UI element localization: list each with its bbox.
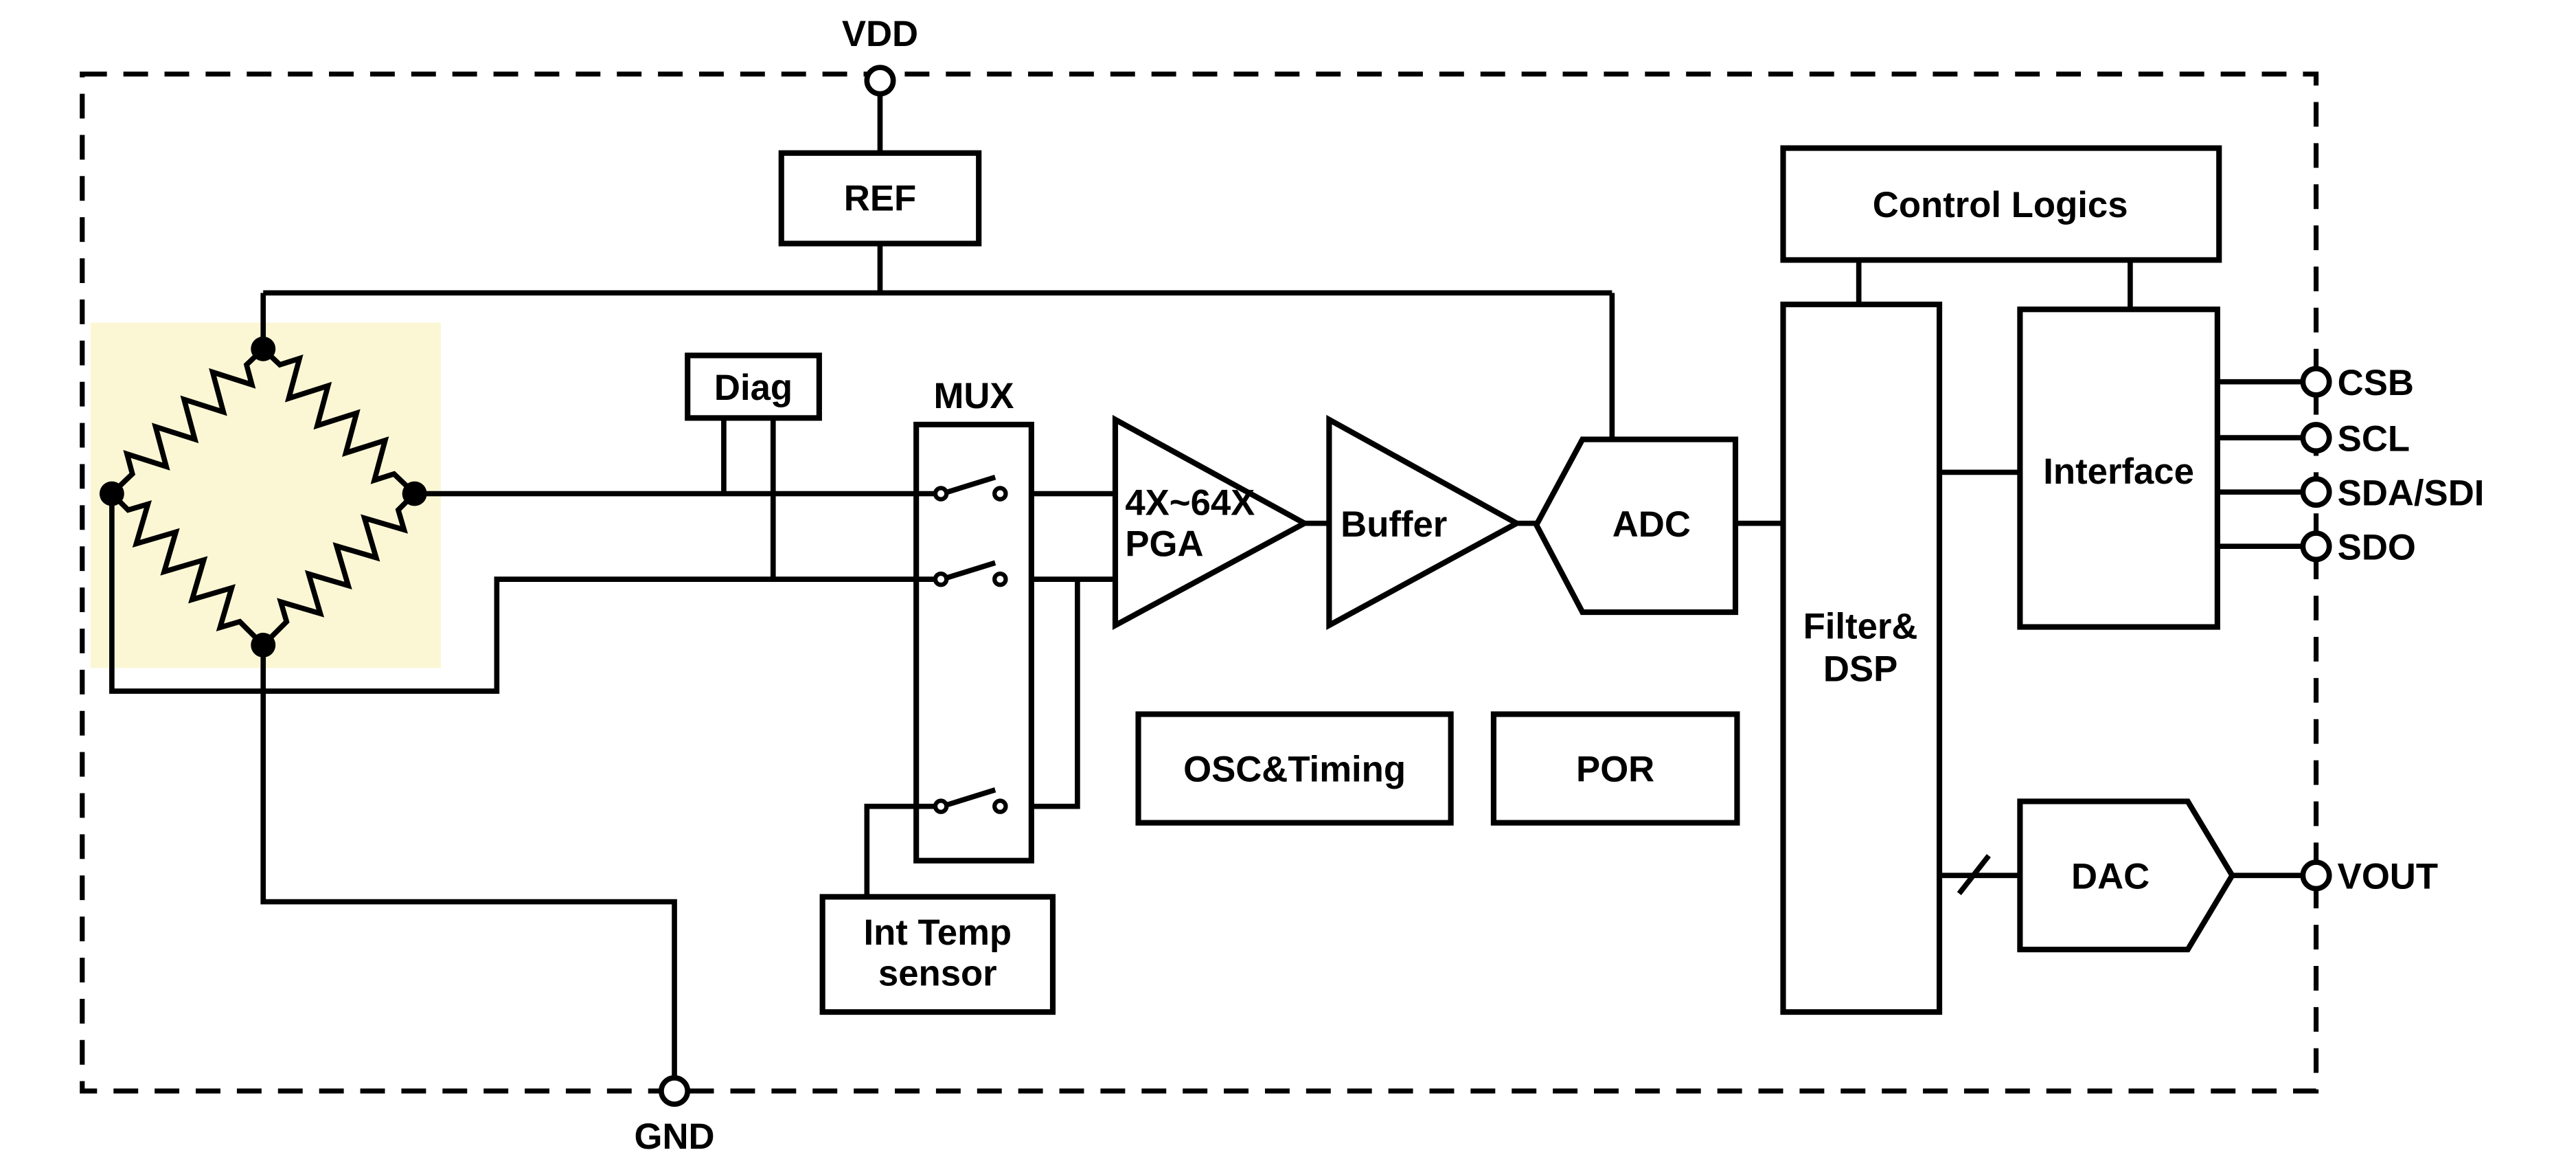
switch-icon bbox=[916, 787, 1008, 814]
vdd-label: VDD bbox=[842, 14, 918, 54]
diag-box bbox=[685, 352, 822, 421]
wires bbox=[109, 93, 2303, 1092]
csb-pin: CSB bbox=[2300, 363, 2414, 403]
interface-block: Interface bbox=[2017, 306, 2220, 630]
bridge-sensor bbox=[99, 336, 427, 657]
control-logics-box bbox=[1780, 145, 2222, 263]
dac-shape bbox=[2017, 798, 2236, 953]
sdo-label: SDO bbox=[2338, 527, 2416, 567]
bus-slash-icon bbox=[1957, 854, 1991, 895]
buffer-label: Buffer bbox=[1341, 504, 1447, 545]
dac-label: DAC bbox=[2071, 856, 2150, 897]
int-temp-label-line1: Int Temp bbox=[863, 912, 1012, 953]
buffer-amplifier: Buffer bbox=[1326, 414, 1523, 631]
adc-label: ADC bbox=[1612, 504, 1691, 545]
bridge-node-right bbox=[402, 481, 427, 506]
vdd-terminal-icon bbox=[864, 65, 896, 97]
interface-box bbox=[2017, 306, 2220, 630]
por-block: POR bbox=[1490, 711, 1740, 826]
csb-terminal-icon bbox=[2300, 365, 2332, 398]
filter-dsp-box bbox=[1780, 302, 1943, 1015]
pga-triangle-icon bbox=[1112, 414, 1310, 631]
vout-label: VOUT bbox=[2338, 856, 2438, 897]
adc-shape bbox=[1533, 436, 1739, 616]
scl-label: SCL bbox=[2338, 418, 2410, 459]
osc-timing-box bbox=[1135, 711, 1454, 826]
mux-block: MUX bbox=[913, 376, 1034, 864]
osc-timing-label: OSC&Timing bbox=[1183, 750, 1406, 790]
sdo-terminal-icon bbox=[2300, 530, 2332, 563]
bridge-highlight bbox=[90, 322, 441, 668]
wire-temp-to-mux bbox=[864, 803, 936, 897]
switch-icon bbox=[916, 474, 1008, 502]
pga-amplifier: 4X~64X PGA bbox=[1112, 414, 1310, 631]
pga-label-line1: 4X~64X bbox=[1125, 483, 1255, 524]
sda-sdi-label: SDA/SDI bbox=[2338, 473, 2485, 513]
diag-block: Diag bbox=[685, 352, 822, 421]
wire-bridge-minus-to-mux bbox=[109, 493, 936, 694]
int-temp-label-line2: sensor bbox=[878, 954, 997, 994]
bridge-node-top bbox=[251, 336, 276, 361]
gnd-terminal-icon bbox=[659, 1075, 691, 1107]
ref-block: REF bbox=[778, 150, 982, 247]
chip-boundary bbox=[80, 71, 2319, 1094]
vdd-pin: VDD bbox=[842, 14, 918, 97]
filter-dsp-label-line1: Filter& bbox=[1803, 606, 1918, 646]
switch-icon bbox=[916, 560, 1008, 587]
sda-sdi-terminal-icon bbox=[2300, 476, 2332, 508]
ref-label: REF bbox=[844, 179, 916, 219]
sda-sdi-pin: SDA/SDI bbox=[2300, 473, 2485, 513]
csb-label: CSB bbox=[2338, 363, 2414, 403]
filter-dsp-block: Filter& DSP bbox=[1780, 302, 1943, 1015]
por-box bbox=[1490, 711, 1740, 826]
buffer-triangle-icon bbox=[1326, 414, 1523, 631]
bridge-node-bottom bbox=[251, 632, 276, 657]
filter-dsp-label-line2: DSP bbox=[1823, 649, 1897, 690]
scl-terminal-icon bbox=[2300, 422, 2332, 454]
vout-pin: VOUT bbox=[2300, 856, 2438, 897]
ref-box bbox=[778, 150, 982, 247]
interface-label: Interface bbox=[2043, 451, 2194, 492]
control-logics-block: Control Logics bbox=[1780, 145, 2222, 263]
bridge-node-left bbox=[99, 481, 124, 506]
wire-bridge-to-gnd bbox=[260, 644, 677, 1092]
adc-block: ADC bbox=[1533, 436, 1739, 616]
por-label: POR bbox=[1576, 750, 1654, 790]
scl-pin: SCL bbox=[2300, 418, 2410, 459]
int-temp-box bbox=[819, 894, 1056, 1015]
vout-terminal-icon bbox=[2300, 859, 2332, 892]
gnd-label: GND bbox=[635, 1116, 715, 1157]
control-logics-label: Control Logics bbox=[1873, 185, 2128, 225]
gnd-pin: GND bbox=[635, 1075, 715, 1157]
dac-block: DAC bbox=[2017, 798, 2236, 953]
sdo-pin: SDO bbox=[2300, 527, 2416, 567]
mux-label: MUX bbox=[933, 376, 1014, 416]
pga-label-line2: PGA bbox=[1125, 524, 1203, 565]
osc-timing-block: OSC&Timing bbox=[1135, 711, 1454, 826]
diag-label: Diag bbox=[714, 368, 793, 408]
int-temp-sensor-block: Int Temp sensor bbox=[819, 894, 1056, 1015]
